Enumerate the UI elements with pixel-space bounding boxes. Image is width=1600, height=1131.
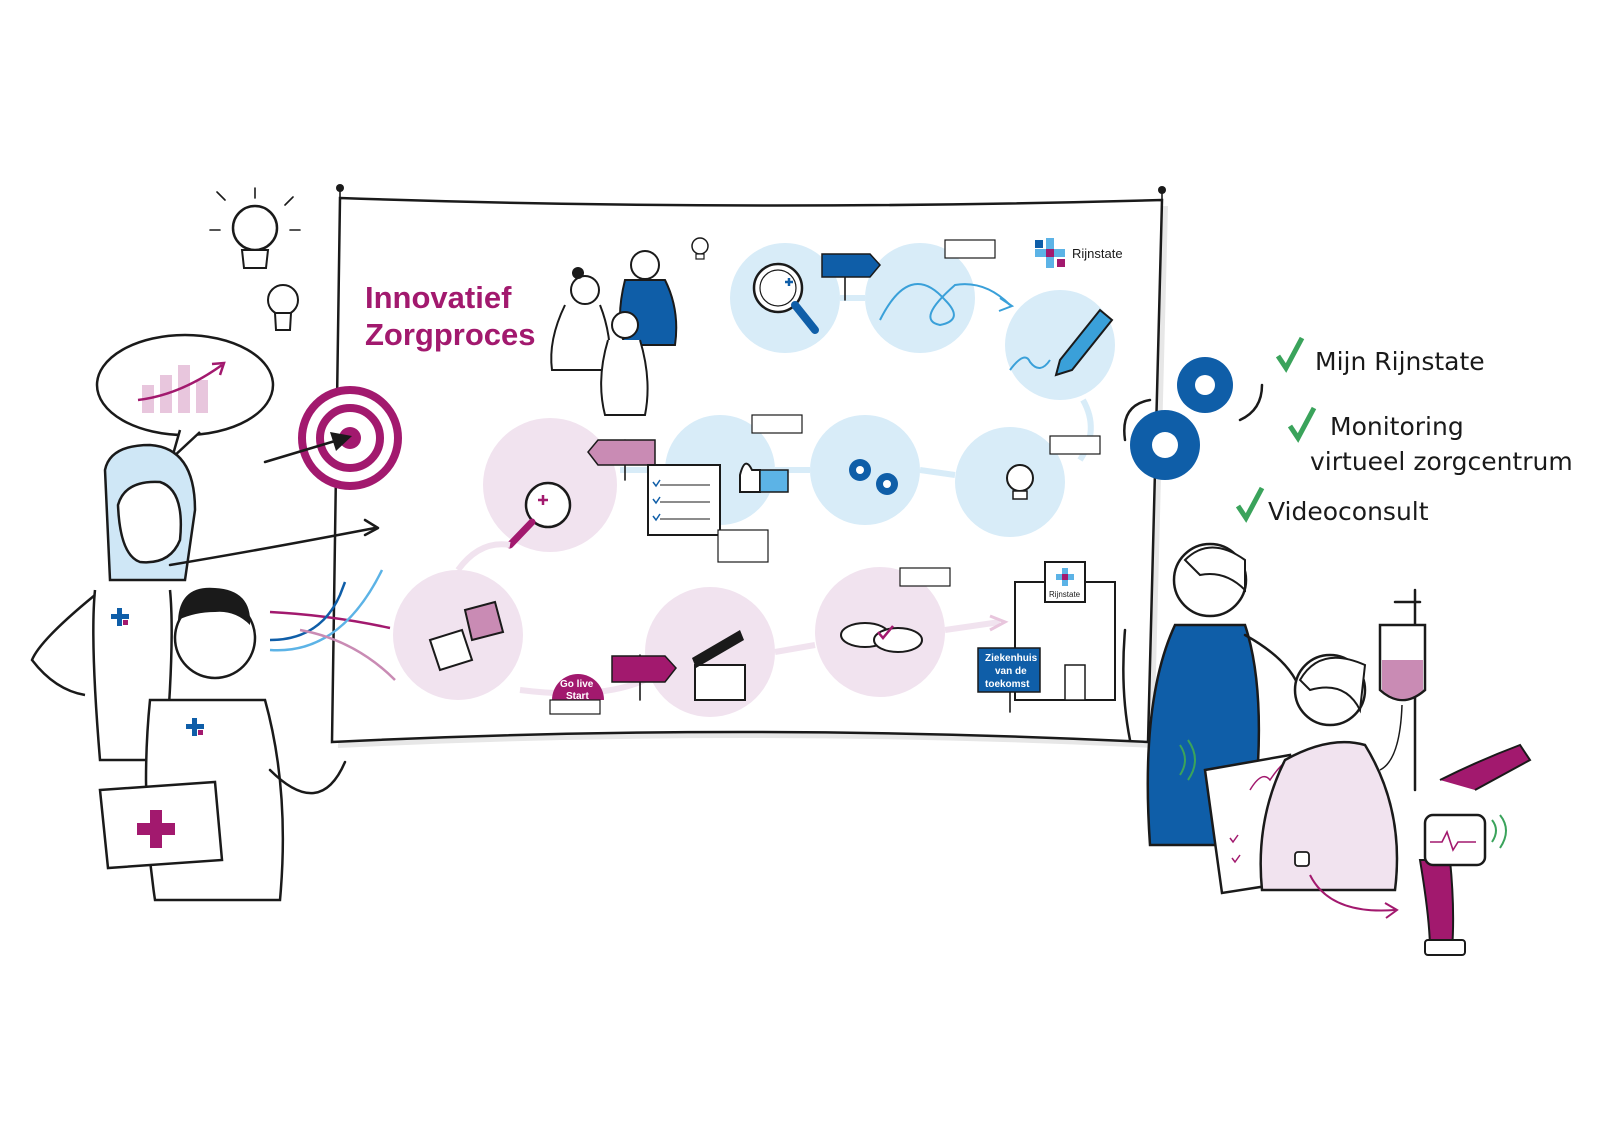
pin-right xyxy=(1158,186,1166,194)
signpost-icon xyxy=(821,253,881,301)
lightbulb-icon-2 xyxy=(1006,464,1034,500)
checkmark-icon xyxy=(1275,336,1305,373)
magnifier-icon-2 xyxy=(506,481,572,549)
future-sign: Ziekenhuis van de toekomst xyxy=(977,647,1041,713)
swirl-arrow xyxy=(879,283,1011,327)
medical-folder-icon xyxy=(98,780,224,870)
checklist-icon xyxy=(647,464,721,536)
step-explore-circle xyxy=(865,243,975,353)
checkmark-icon xyxy=(1235,486,1265,523)
lightbulb-icon xyxy=(691,237,709,260)
sticky-note xyxy=(751,414,803,434)
chart-speech-bubble xyxy=(95,333,275,462)
thumbs-up-icon xyxy=(739,462,789,493)
brand-logo: Rijnstate xyxy=(1035,238,1123,268)
input-arrows xyxy=(269,569,396,681)
sticky-note xyxy=(944,239,996,259)
checklist-item-2b: virtueel zorgcentrum xyxy=(1310,447,1573,476)
chat-icon xyxy=(840,622,923,653)
future-sign-line1: Ziekenhuis xyxy=(985,653,1038,664)
smartwatch-icon xyxy=(1418,743,1532,956)
poster-title-line2: Zorgproces xyxy=(365,317,536,352)
clapperboard-icon xyxy=(692,630,746,701)
checkmark-icon xyxy=(1287,406,1317,443)
puzzle-icon xyxy=(428,600,505,672)
iv-bag-icon xyxy=(1378,588,1427,792)
brand-name: Rijnstate xyxy=(1072,246,1123,261)
golive-badge: Go live Start xyxy=(549,674,604,715)
sticky-note xyxy=(717,529,769,563)
target-icon xyxy=(263,386,402,490)
future-sign-line3: toekomst xyxy=(985,679,1030,690)
gears-icon xyxy=(1123,357,1264,480)
poster: Innovatief Zorgproces Rijnstate xyxy=(330,184,1168,748)
golive-line1: Go live xyxy=(560,679,594,690)
golive-line2: Start xyxy=(566,691,589,702)
poster-team-figures xyxy=(550,237,709,416)
magnifier-icon xyxy=(752,262,819,334)
poster-title-line1: Innovatief xyxy=(365,280,512,315)
gears-icon-small xyxy=(849,459,898,495)
patient-figure xyxy=(1259,653,1399,919)
brand-badge-icon xyxy=(186,718,204,736)
checklist-item-2: Monitoring xyxy=(1330,412,1464,441)
feature-checklist: Mijn Rijnstate Monitoring virtueel zorgc… xyxy=(1235,336,1573,526)
checklist-item-1: Mijn Rijnstate xyxy=(1315,347,1485,376)
brand-badge-icon xyxy=(111,608,129,626)
pin-left xyxy=(336,184,344,192)
checklist-item-3: Videoconsult xyxy=(1268,497,1429,526)
future-sign-line2: van de xyxy=(995,666,1027,677)
building-label: Rijnstate xyxy=(1049,590,1081,599)
pencil-icon xyxy=(1009,308,1114,377)
signpost-icon-magenta xyxy=(611,654,677,701)
step-design-circle xyxy=(1005,290,1115,400)
sticky-note xyxy=(1049,435,1101,455)
man-with-folder-figure xyxy=(98,587,347,902)
signpost-icon-pink xyxy=(587,439,656,481)
sticky-note xyxy=(899,567,951,587)
lightbulb-icon-large xyxy=(209,187,301,331)
